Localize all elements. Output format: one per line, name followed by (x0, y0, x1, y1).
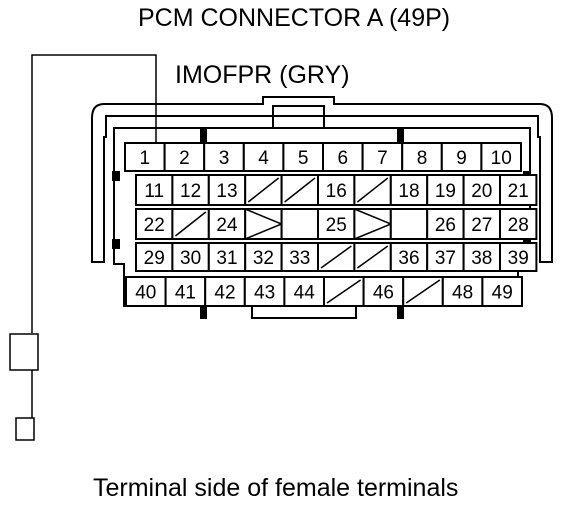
terminal-cell (389, 174, 429, 206)
terminal-cell (499, 242, 538, 272)
terminal-number: 18 (398, 181, 419, 202)
blank-terminal-mark (284, 177, 316, 203)
terminal-number: 13 (216, 181, 237, 202)
terminal-number: 27 (471, 215, 492, 236)
terminal-number: 19 (435, 181, 456, 202)
terminal-number: 24 (216, 215, 238, 236)
terminal-cell (244, 208, 283, 240)
terminal-cell (480, 142, 522, 172)
terminal-number: 44 (294, 283, 316, 304)
terminal-cell (135, 208, 174, 240)
terminal-cell (163, 142, 206, 172)
terminal-number: 31 (216, 248, 237, 269)
blank-terminal-mark (247, 177, 280, 203)
terminal-number: 6 (338, 148, 349, 169)
terminal-number: 40 (135, 283, 156, 304)
terminal-cell (171, 174, 210, 206)
terminal-number: 26 (435, 215, 456, 236)
terminal-number: 5 (298, 148, 309, 169)
terminal-cell (353, 208, 392, 240)
terminal-number: 36 (398, 248, 419, 269)
wire-terminal-box (15, 417, 35, 441)
terminal-number: 11 (144, 181, 164, 202)
blank-terminal-mark (356, 245, 389, 269)
terminal-number: 12 (180, 181, 201, 202)
connector-key (397, 128, 404, 142)
terminal-cell (481, 276, 523, 307)
terminal-cell (499, 208, 538, 240)
terminal-cell (203, 142, 245, 172)
connector-key (112, 171, 120, 181)
terminal-cell (280, 242, 320, 272)
terminal-number: 32 (253, 248, 274, 269)
terminal-number: 41 (175, 283, 196, 304)
terminal-cell (135, 242, 174, 272)
connector-key (397, 305, 404, 319)
terminal-number: 46 (373, 283, 394, 304)
terminal-number: 7 (377, 148, 388, 169)
terminal-number: 43 (254, 283, 275, 304)
terminal-cell (282, 142, 324, 172)
terminal-number: 1 (140, 148, 151, 169)
wire-line (31, 54, 157, 333)
blank-terminal-mark (174, 211, 207, 237)
terminal-number: 48 (452, 283, 473, 304)
terminal-cell (125, 276, 167, 307)
terminal-cell (499, 174, 538, 206)
terminal-number: 28 (508, 215, 529, 236)
terminal-cell (280, 208, 320, 240)
diagram-caption: Terminal side of female terminals (93, 474, 459, 502)
terminal-number: 10 (491, 148, 512, 169)
blank-terminal-mark (356, 177, 389, 203)
diagram-title: PCM CONNECTOR A (49P) (138, 4, 451, 32)
terminal-number: 29 (144, 248, 165, 269)
terminal-cell (242, 142, 285, 172)
terminal-number: 22 (144, 215, 165, 236)
terminal-number: 9 (456, 148, 467, 169)
terminal-number: 2 (179, 148, 190, 169)
connector-key (200, 305, 207, 319)
wire-connector-box (9, 333, 39, 371)
terminal-number: 4 (258, 148, 269, 169)
terminal-cell (207, 174, 247, 206)
connector-key (200, 128, 207, 142)
terminal-number: 25 (326, 215, 347, 236)
terminal-number: 16 (326, 181, 347, 202)
terminal-number: 39 (508, 248, 529, 269)
terminal-cell (204, 276, 246, 307)
terminal-number: 20 (471, 181, 492, 202)
terminal-cell (389, 208, 429, 240)
blank-terminal-mark (405, 279, 441, 304)
connector-bottom-tab (251, 306, 357, 319)
terminal-cell (283, 276, 325, 307)
blank-terminal-mark (320, 245, 352, 269)
terminal-number: 37 (435, 248, 456, 269)
terminal-cell (207, 208, 247, 240)
terminal-cell (426, 174, 465, 206)
terminal-number: 33 (289, 248, 310, 269)
terminal-cell (135, 174, 174, 206)
terminal-number: 3 (219, 148, 230, 169)
terminal-number: 30 (180, 248, 201, 269)
terminal-cell (441, 276, 484, 307)
terminal-number: 49 (492, 283, 513, 304)
connector-housing-outer (91, 96, 553, 263)
terminal-cell (426, 242, 465, 272)
terminal-number: 21 (508, 181, 529, 202)
terminal-cell (462, 242, 502, 272)
terminal-number: 38 (471, 248, 492, 269)
terminal-cell (401, 142, 443, 172)
terminal-number: 42 (214, 283, 235, 304)
terminal-number: 8 (417, 148, 428, 169)
connector-key (112, 239, 120, 249)
blank-terminal-mark (326, 279, 362, 304)
wire-label: IMOFPR (GRY) (175, 61, 350, 89)
terminal-cell (361, 142, 404, 172)
